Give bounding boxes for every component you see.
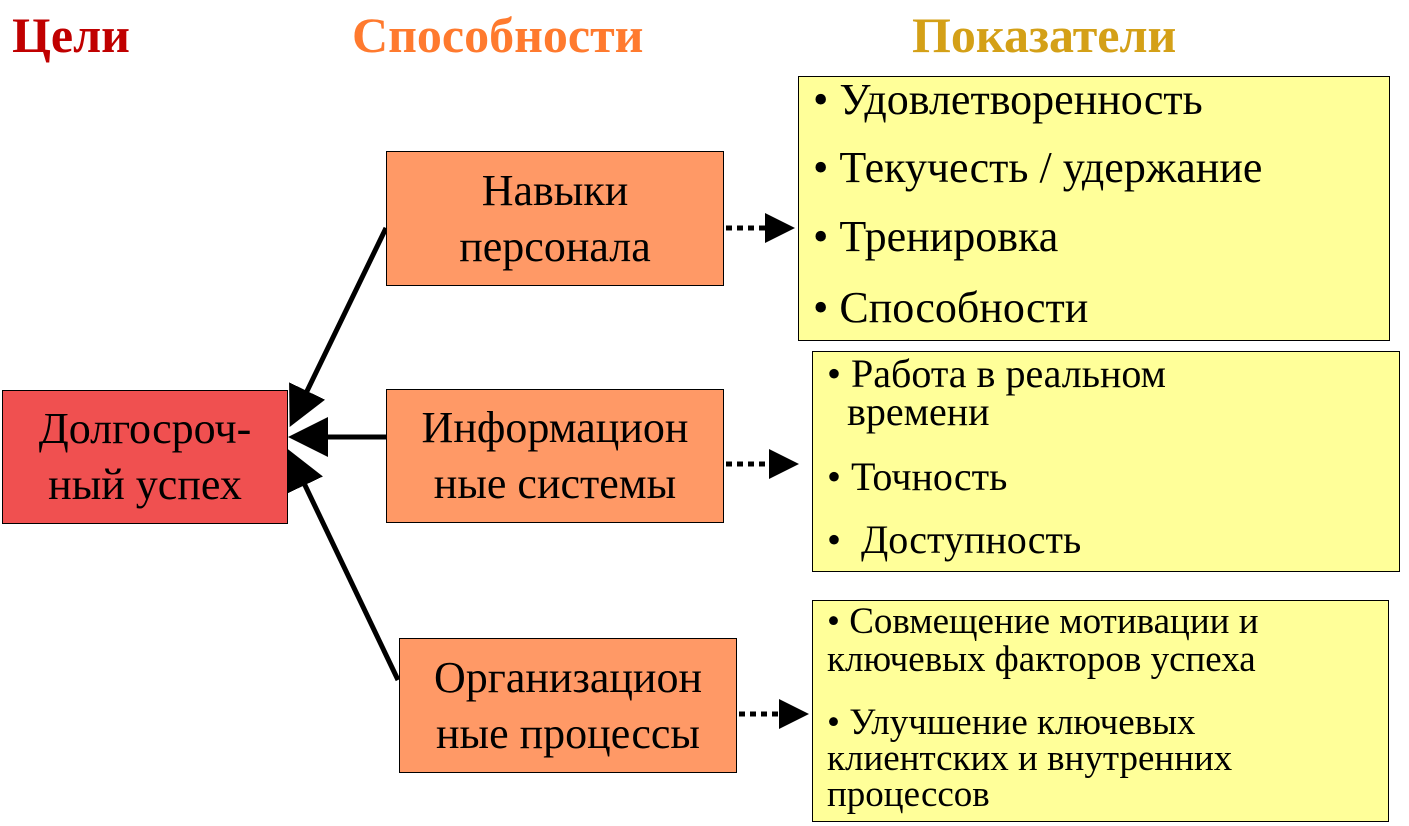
indicator-box-staff: • Удовлетворенность • Текучесть / удержа… (798, 75, 1390, 341)
goal-box: Долгосроч- ный успех (2, 390, 288, 524)
header-goals: Цели (12, 7, 130, 63)
capability-line-2: ные процессы (436, 708, 700, 758)
arrow-staff-to-goal (289, 226, 389, 428)
indicator-item-continued: процессов (827, 774, 990, 815)
capability-box-staff-skills: Навыки персонала (386, 151, 724, 286)
indicator-item: • Точность (827, 454, 1008, 499)
indicator-box-org: • Совмещение мотивации и ключевых фактор… (812, 600, 1389, 822)
capability-line-1: Организацион (434, 652, 702, 702)
indicator-item: • Способности (813, 283, 1089, 332)
header-capabilities: Способности (352, 7, 644, 63)
capability-line-2: персонала (459, 221, 651, 271)
capability-line-1: Информацион (421, 403, 689, 452)
arrow-org-to-goal (286, 448, 401, 682)
capability-box-info-systems: Информацион ные системы (386, 389, 724, 523)
capability-box-org-processes: Организацион ные процессы (399, 638, 737, 773)
goal-line-2: ный успех (48, 460, 242, 509)
indicator-item: • Удовлетворенность (813, 75, 1203, 124)
indicator-item: • Улучшение ключевых (827, 702, 1196, 743)
indicator-item-continued: времени (827, 389, 990, 434)
capability-line-2: ные системы (433, 459, 677, 508)
capability-line-1: Навыки (481, 165, 629, 215)
header-indicators: Показатели (912, 7, 1177, 63)
indicator-item: • Доступность (827, 517, 1082, 562)
goal-line-1: Долгосроч- (38, 404, 252, 453)
indicator-box-info: • Работа в реальном времени • Точность •… (812, 351, 1400, 572)
indicator-item: • Тренировка (813, 212, 1059, 261)
indicator-item: • Текучесть / удержание (813, 143, 1263, 192)
indicator-item-continued: ключевых факторов успеха (827, 639, 1256, 680)
indicator-item: • Работа в реальном (827, 351, 1166, 396)
indicator-item-continued: клиентских и внутренних (827, 738, 1233, 779)
indicator-item: • Совмещение мотивации и (827, 601, 1259, 642)
